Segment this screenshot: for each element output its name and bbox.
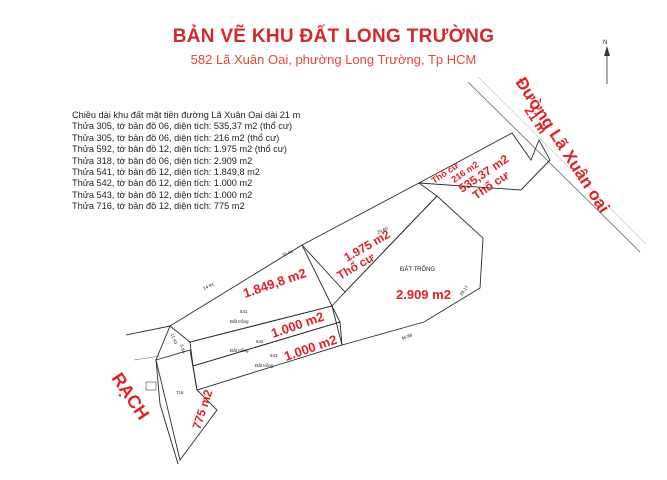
dimension-label: 11.43 (170, 333, 178, 345)
lot-541-area: 1.849,8 m2 (241, 265, 308, 301)
dimension-label: 46.88 (401, 332, 414, 341)
dimension-label: 29.17 (459, 284, 470, 296)
lot-543-note: Đất trống (255, 363, 274, 368)
lot-318-caption: ĐẤT TRỐNG (400, 266, 435, 273)
lot-318-area: 2.909 m2 (396, 287, 451, 302)
lot-716-number: 716 (176, 390, 184, 395)
canal-label: RẠCH (108, 369, 154, 423)
dimension-label: 5.84 (179, 344, 187, 354)
lot-542-note: Đất trống (230, 348, 249, 353)
lot-542-area: 1.000 m2 (269, 309, 326, 341)
note-line: Thửa 592, tờ bản đồ 12, diện tích: 1.975… (72, 144, 287, 155)
north-arrow: N (603, 40, 610, 84)
dimension-label: 24.91 (202, 281, 215, 291)
note-line: Thửa 318, tờ bản đồ 06, diện tích: 2.909… (72, 155, 253, 166)
note-line: Thửa 305, tờ bản đồ 06, diện tích: 535,3… (72, 121, 293, 132)
page-title: BẢN VẼ KHU ĐẤT LONG TRƯỜNG (172, 26, 495, 47)
note-line: Chiều dài khu đất mặt tiền đường Lã Xuân… (72, 110, 301, 120)
lot-716-area: 775 m2 (190, 388, 216, 431)
lot-541-number: 541 (240, 309, 248, 314)
lot-543-number: 543 (270, 353, 278, 358)
note-line: Thửa 305, tờ bản đồ 06, diện tích: 216 m… (72, 132, 280, 143)
lot-543 (192, 321, 343, 391)
note-line: Thửa 542, tờ bản đồ 12, diện tích: 1.000… (72, 178, 253, 189)
road-label: Đường Lã Xuân oai (512, 74, 614, 217)
lot-716 (155, 349, 218, 462)
road-edge-line (467, 81, 641, 253)
marker-box (145, 381, 157, 391)
lot-305 (417, 132, 551, 191)
north-label: N (603, 40, 607, 46)
page-subtitle: 582 Lã Xuân Oai, phường Long Trường, Tp … (190, 52, 477, 67)
note-line: Thửa 543, tờ bản đồ 12, diện tích: 1.000… (72, 189, 253, 200)
lot-notes: Chiều dài khu đất mặt tiền đường Lã Xuân… (72, 110, 342, 213)
note-line: Thửa 716, tờ bản đồ 12, diện tích: 775 m… (72, 201, 245, 212)
dimension-label: 20.41 (281, 248, 294, 258)
canal-boundary (125, 325, 179, 465)
lot-542-number: 542 (256, 339, 264, 344)
lot-318 (331, 195, 484, 346)
lot-541-note: Đất trống (230, 319, 249, 324)
note-line: Thửa 541, tờ bản đồ 12, diện tích: 1.849… (72, 167, 260, 178)
canal-line (133, 355, 161, 361)
dimension-label: 29.60 (376, 225, 389, 235)
road-edge-line (477, 76, 647, 245)
